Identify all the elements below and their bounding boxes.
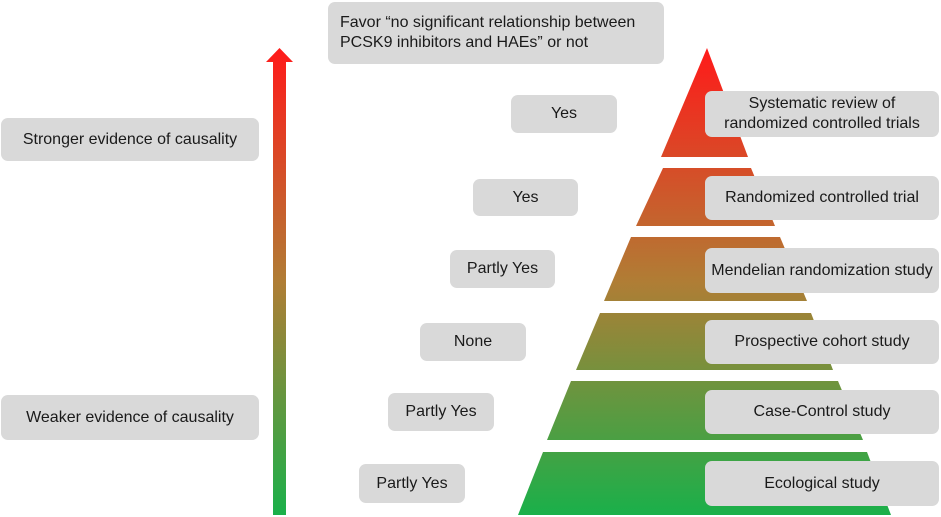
study-label-rct: Randomized controlled trial: [705, 176, 939, 220]
stronger-evidence-label: Stronger evidence of causality: [1, 118, 259, 161]
favor-question-box: Favor “no significant relationship betwe…: [328, 2, 664, 64]
favor-answer-rct: Yes: [473, 179, 578, 216]
study-label-systematic-review: Systematic review of randomized controll…: [705, 91, 939, 137]
favor-answer-systematic-review: Yes: [511, 95, 617, 133]
causality-arrow-shaft: [273, 62, 286, 515]
favor-answer-mendelian: Partly Yes: [450, 250, 555, 288]
favor-answer-case-control: Partly Yes: [388, 393, 494, 431]
study-label-case-control: Case-Control study: [705, 390, 939, 434]
causality-arrowhead: [266, 48, 293, 62]
favor-answer-ecological: Partly Yes: [359, 464, 465, 503]
favor-answer-cohort: None: [420, 323, 526, 361]
study-label-mendelian: Mendelian randomization study: [705, 248, 939, 293]
weaker-evidence-label: Weaker evidence of causality: [1, 395, 259, 440]
favor-question-text: Favor “no significant relationship betwe…: [340, 14, 636, 51]
study-label-ecological: Ecological study: [705, 461, 939, 506]
study-label-cohort: Prospective cohort study: [705, 320, 939, 364]
